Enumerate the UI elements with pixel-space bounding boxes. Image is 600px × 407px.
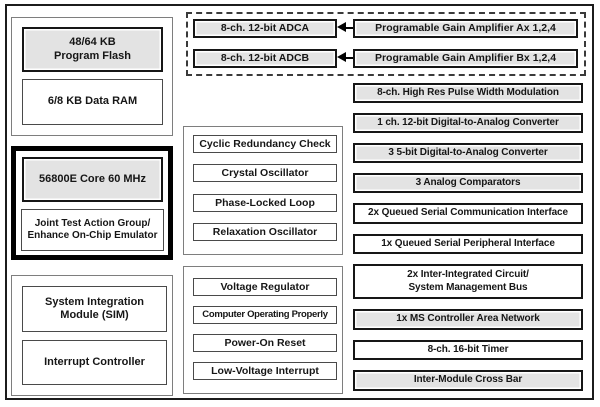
block-voltage-regulator: Voltage Regulator (193, 278, 337, 296)
block-i2c-smbus: 2x Inter-Integrated Circuit/ System Mana… (353, 264, 583, 299)
block-pga-ax: Programable Gain Amplifier Ax 1,2,4 (353, 19, 578, 38)
block-program-flash: 48/64 KB Program Flash (22, 27, 163, 72)
block-low-voltage-interrupt: Low-Voltage Interrupt (193, 362, 337, 380)
block-crystal-oscillator: Crystal Oscillator (193, 164, 337, 182)
arrow-pga-ax-to-adca (337, 22, 353, 32)
block-jtag-eoce: Joint Test Action Group/ Enhance On-Chip… (21, 209, 164, 251)
block-data-ram: 6/8 KB Data RAM (22, 79, 163, 125)
block-analog-comparators: 3 Analog Comparators (353, 173, 583, 193)
block-inter-module-crossbar: Inter-Module Cross Bar (353, 370, 583, 391)
block-relaxation-oscillator: Relaxation Oscillator (193, 223, 337, 241)
block-timer: 8-ch. 16-bit Timer (353, 340, 583, 360)
block-qsci: 2x Queued Serial Communication Interface (353, 203, 583, 224)
block-qspi: 1x Queued Serial Peripheral Interface (353, 234, 583, 254)
block-sim: System Integration Module (SIM) (22, 286, 167, 332)
block-mscan: 1x MS Controller Area Network (353, 309, 583, 330)
block-dac-12bit: 1 ch. 12-bit Digital-to-Analog Converter (353, 113, 583, 133)
block-interrupt-controller: Interrupt Controller (22, 340, 167, 385)
block-adca: 8-ch. 12-bit ADCA (193, 19, 337, 38)
block-pll: Phase-Locked Loop (193, 194, 337, 212)
block-56800e-core: 56800E Core 60 MHz (22, 157, 163, 202)
block-hires-pwm: 8-ch. High Res Pulse Width Modulation (353, 83, 583, 103)
arrow-pga-bx-to-adcb (337, 52, 353, 62)
block-crc: Cyclic Redundancy Check (193, 135, 337, 153)
block-dac-5bit: 3 5-bit Digital-to-Analog Converter (353, 143, 583, 163)
block-adcb: 8-ch. 12-bit ADCB (193, 49, 337, 68)
block-cop: Computer Operating Properly (193, 306, 337, 324)
block-pga-bx: Programable Gain Amplifier Bx 1,2,4 (353, 49, 578, 68)
block-power-on-reset: Power-On Reset (193, 334, 337, 352)
